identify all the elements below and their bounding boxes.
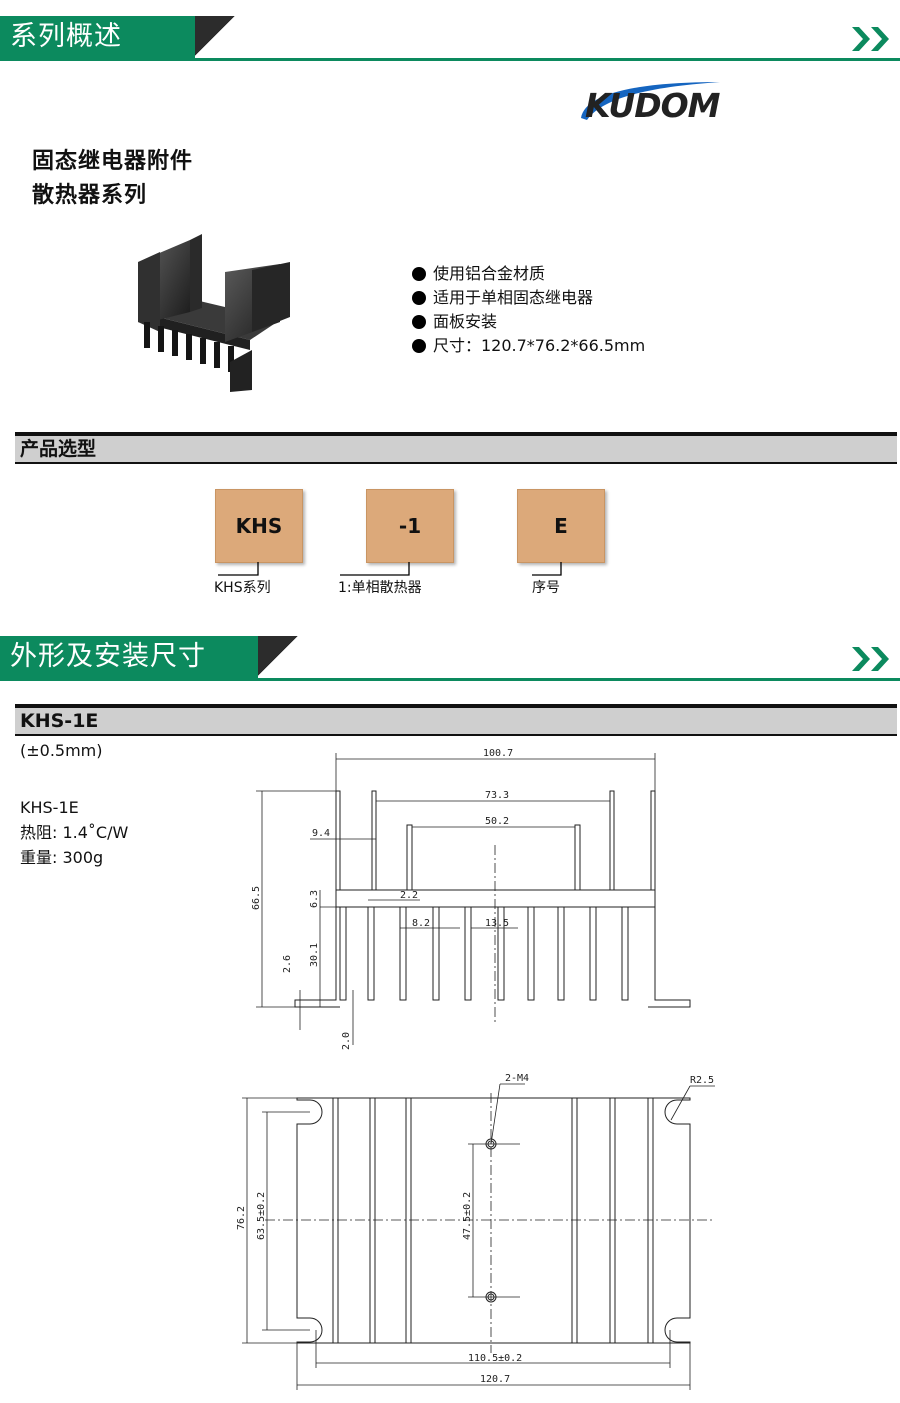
section-title-overview: 系列概述 xyxy=(0,16,195,58)
model-title: KHS-1E xyxy=(15,708,897,736)
product-title-line2: 散热器系列 xyxy=(32,183,148,208)
code-box-number: E xyxy=(517,489,605,563)
selection-title: 产品选型 xyxy=(15,436,897,464)
model-specs: KHS-1E 热阻: 1.4˚C/W 重量: 300g xyxy=(20,795,128,870)
logo-swoosh-icon xyxy=(581,82,720,120)
dim-76-2: 76.2 xyxy=(236,1206,247,1230)
dim-73-3: 73.3 xyxy=(485,790,509,801)
bullet-icon xyxy=(412,339,426,353)
spec-model-name: KHS-1E xyxy=(20,798,79,817)
product-title-line1: 固态继电器附件 xyxy=(32,149,194,174)
feature-list: 使用铝合金材质 适用于单相固态继电器 面板安装 尺寸：120.7*76.2*66… xyxy=(412,262,645,358)
spec-thermal-resistance: 热阻: 1.4˚C/W xyxy=(20,823,129,842)
dim-50-2: 50.2 xyxy=(485,816,509,827)
heatsink-product-image xyxy=(138,234,290,392)
dim-r2-5: R2.5 xyxy=(690,1075,714,1086)
banner-wedge xyxy=(195,16,243,58)
dim-30-1: 30.1 xyxy=(309,943,320,967)
tolerance-note: (±0.5mm) xyxy=(20,741,103,760)
selection-bar: 产品选型 xyxy=(15,432,897,464)
dim-13-5: 13.5 xyxy=(485,918,509,929)
dim-2-0: 2.0 xyxy=(341,1032,352,1050)
dim-66-5: 66.5 xyxy=(251,886,262,910)
code-label-number: 序号 xyxy=(532,580,560,596)
dim-100-7: 100.7 xyxy=(483,748,513,759)
dim-8-2: 8.2 xyxy=(412,918,430,929)
section-title-dimensions: 外形及安装尺寸 xyxy=(0,636,258,678)
logo-text: KUDOM xyxy=(585,86,720,125)
model-bar: KHS-1E xyxy=(15,704,897,736)
front-view-drawing: 100.7 73.3 50.2 9.4 66.5 6.3 2.2 8.2 13.… xyxy=(251,748,691,1050)
feature-item: 面板安装 xyxy=(412,310,645,334)
banner-rule xyxy=(0,58,900,61)
spec-weight: 重量: 300g xyxy=(20,848,104,867)
feature-item: 尺寸：120.7*76.2*66.5mm xyxy=(412,334,645,358)
dim-2-6: 2.6 xyxy=(282,955,293,973)
bottom-view-drawing: 2-M4 R2.5 76.2 63.5±0.2 47.5±0.2 110.5±0… xyxy=(236,1073,715,1390)
bullet-icon xyxy=(412,267,426,281)
double-chevron-icon xyxy=(852,647,889,671)
dim-6-3: 6.3 xyxy=(309,890,320,908)
section-banner-overview: 系列概述 xyxy=(0,0,900,64)
code-label-type: 1:单相散热器 xyxy=(338,580,422,596)
bullet-icon xyxy=(412,315,426,329)
dim-110-5: 110.5±0.2 xyxy=(468,1353,522,1364)
banner-rule xyxy=(0,678,900,681)
feature-item: 使用铝合金材质 xyxy=(412,262,645,286)
banner-wedge xyxy=(258,636,306,678)
double-chevron-icon xyxy=(852,27,889,51)
dim-63-5: 63.5±0.2 xyxy=(256,1192,267,1240)
bullet-icon xyxy=(412,291,426,305)
code-label-series: KHS系列 xyxy=(214,580,271,596)
kudom-logo: KUDOM xyxy=(575,76,750,126)
dim-120-7: 120.7 xyxy=(480,1374,510,1385)
feature-item: 适用于单相固态继电器 xyxy=(412,286,645,310)
dim-9-4: 9.4 xyxy=(312,828,330,839)
code-box-series: KHS xyxy=(215,489,303,563)
dim-47-5: 47.5±0.2 xyxy=(462,1192,473,1240)
code-leader-lines xyxy=(218,562,562,576)
dim-2-m4: 2-M4 xyxy=(505,1073,529,1084)
code-box-type: -1 xyxy=(366,489,454,563)
dim-2-2: 2.2 xyxy=(400,890,418,901)
section-banner-dimensions: 外形及安装尺寸 xyxy=(0,620,900,684)
